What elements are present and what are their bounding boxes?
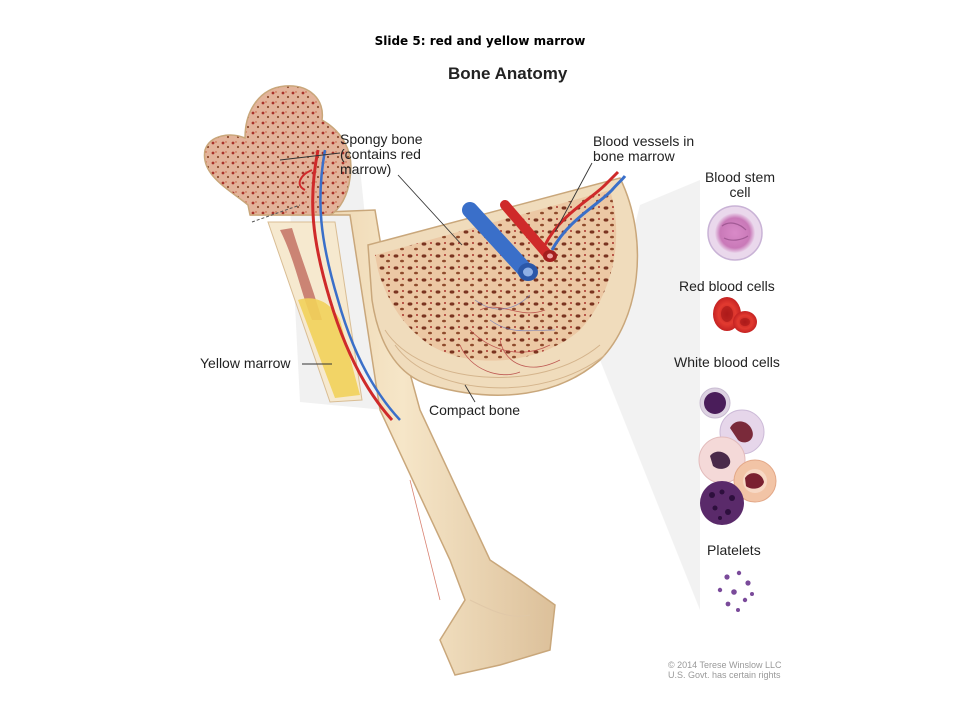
platelets: [718, 571, 754, 612]
white-blood-cells: [699, 388, 776, 525]
label-compact-bone: Compact bone: [429, 403, 520, 418]
label-red-blood-cells: Red blood cells: [679, 279, 775, 294]
label-white-blood-cells: White blood cells: [674, 355, 780, 370]
label-spongy-bone: Spongy bone (contains red marrow): [340, 132, 423, 177]
copyright-credit: © 2014 Terese Winslow LLC U.S. Govt. has…: [668, 660, 782, 680]
label-platelets: Platelets: [707, 543, 761, 558]
red-blood-cells: [713, 297, 757, 333]
label-yellow-marrow: Yellow marrow: [200, 356, 291, 371]
bone-cross-section: [368, 172, 637, 395]
blood-stem-cell: [708, 206, 762, 260]
label-blood-vessels: Blood vessels in bone marrow: [593, 134, 694, 164]
label-blood-stem-cell: Blood stem cell: [690, 170, 790, 200]
